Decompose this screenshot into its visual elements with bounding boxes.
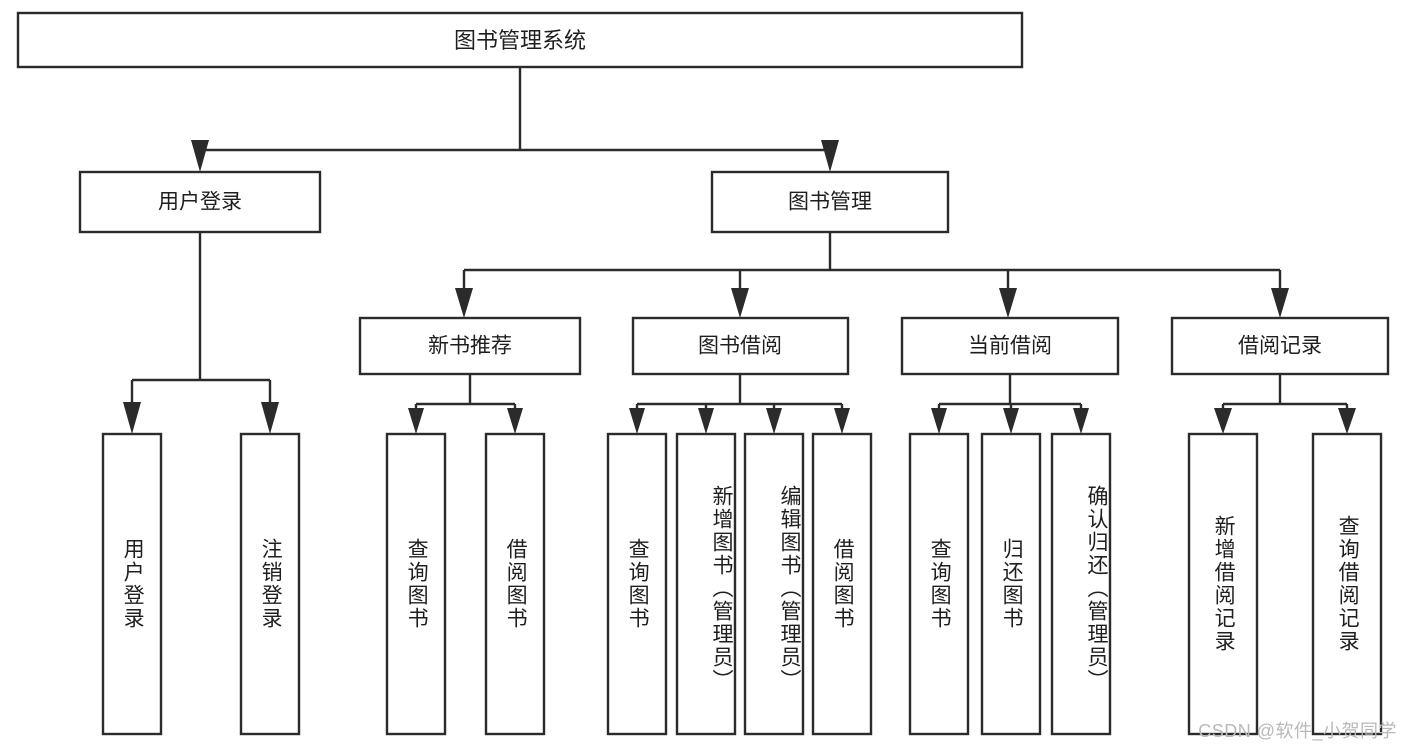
connector-borrow-record-to-leaves	[1214, 374, 1356, 434]
connector-root-to-level1	[191, 67, 839, 172]
node-root[interactable]: 图书管理系统	[16, 11, 1024, 69]
leaf-box-query-book-cur[interactable]	[908, 432, 970, 736]
leaf-boxes	[101, 432, 1383, 736]
leaf-box-query-borrow-record[interactable]	[1311, 432, 1383, 736]
connector-book-borrow-to-leaves	[629, 374, 850, 434]
leaf-box-add-book-admin[interactable]	[675, 432, 737, 736]
node-user-login-label: 用户登录	[158, 191, 242, 214]
leaf-box-confirm-return-admin[interactable]	[1050, 432, 1112, 736]
watermark-text: CSDN @软件_小贺同学	[1198, 721, 1397, 741]
connector-user-login-to-leaves	[123, 232, 279, 434]
node-borrow-record[interactable]: 借阅记录	[1170, 316, 1390, 376]
leaf-box-query-book-rec[interactable]	[385, 432, 447, 736]
node-borrow-record-label: 借阅记录	[1238, 335, 1322, 358]
node-current-borrow-label: 当前借阅	[968, 335, 1052, 358]
node-book-borrow[interactable]: 图书借阅	[631, 316, 850, 376]
node-new-book-recommend[interactable]: 新书推荐	[358, 316, 582, 376]
leaf-box-user-login[interactable]	[101, 432, 163, 736]
node-new-book-recommend-label: 新书推荐	[428, 335, 512, 358]
leaf-box-edit-book-admin[interactable]	[743, 432, 805, 736]
leaf-box-logout[interactable]	[239, 432, 301, 736]
node-current-borrow[interactable]: 当前借阅	[900, 316, 1120, 376]
connector-current-borrow-to-leaves	[931, 374, 1089, 434]
node-book-manage-label: 图书管理	[788, 191, 872, 214]
connector-book-manage-to-level2	[455, 232, 1289, 318]
node-book-manage[interactable]: 图书管理	[710, 170, 950, 234]
connector-new-book-recommend-to-leaves	[408, 374, 523, 434]
leaf-box-add-borrow-record[interactable]	[1187, 432, 1259, 736]
node-user-login[interactable]: 用户登录	[78, 170, 322, 234]
leaf-box-return-book[interactable]	[980, 432, 1042, 736]
node-root-label: 图书管理系统	[454, 28, 586, 53]
leaf-box-borrow-book[interactable]	[811, 432, 873, 736]
leaf-box-query-book-borrow[interactable]	[606, 432, 668, 736]
node-book-borrow-label: 图书借阅	[698, 335, 782, 358]
leaf-box-borrow-book-rec[interactable]	[484, 432, 546, 736]
